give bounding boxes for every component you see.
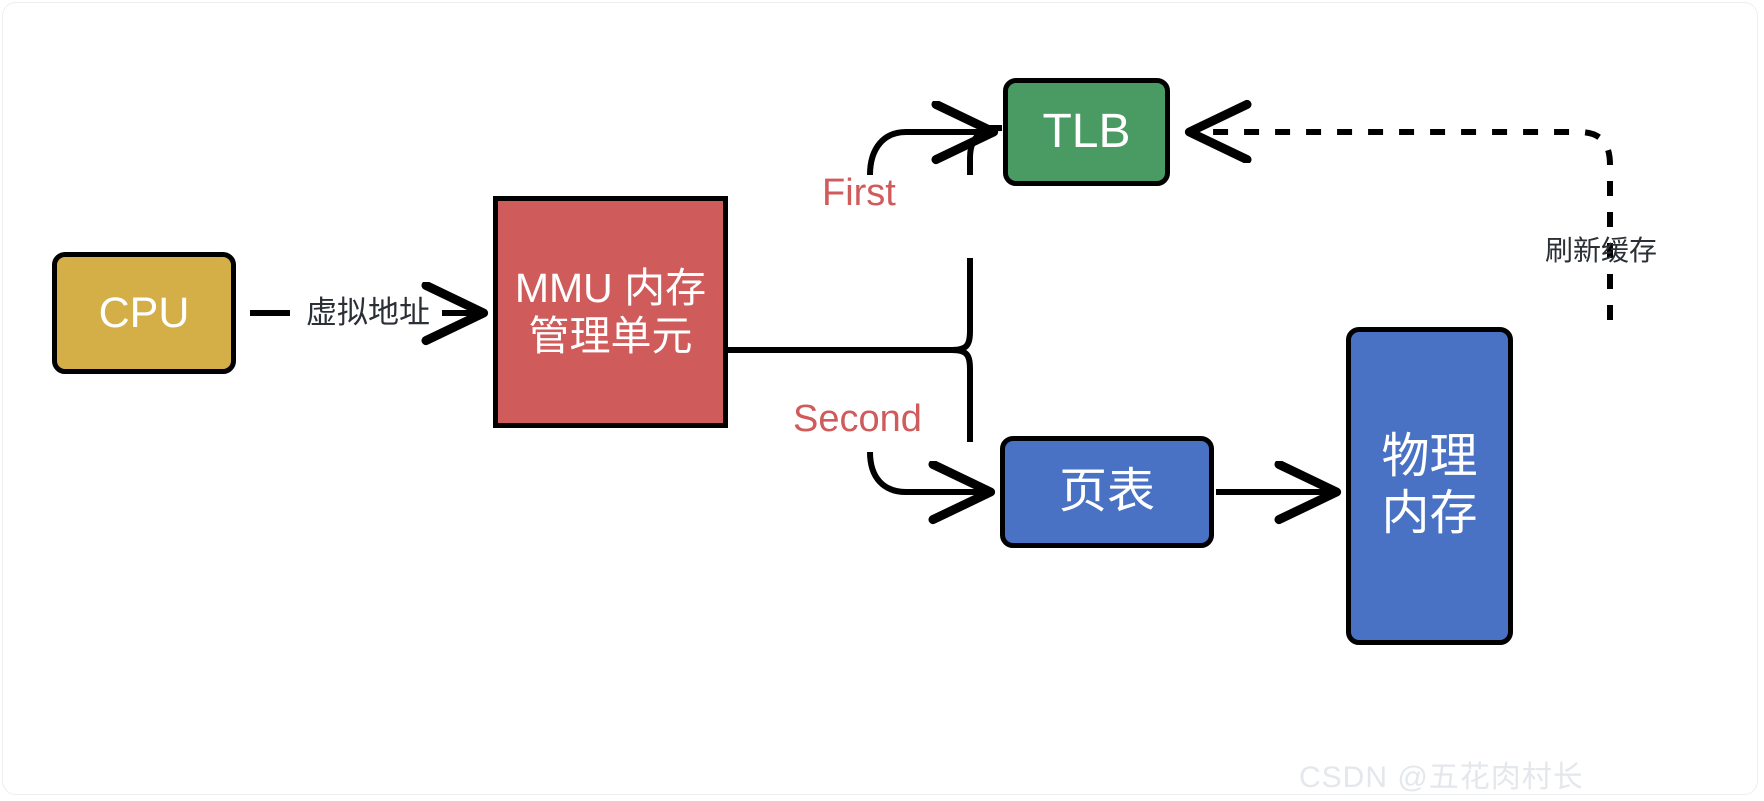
node-mmu[interactable]: MMU 内存 管理单元	[493, 196, 728, 428]
edge-mmu-branch	[728, 258, 973, 442]
node-physical-memory-label-line2: 内存	[1381, 487, 1478, 540]
edge-physmem-to-tlb	[1190, 132, 1613, 320]
edge-label-virtual-address: 虚拟地址	[306, 295, 430, 330]
node-mmu-label: MMU 内存	[514, 264, 707, 311]
edge-label-first: First	[822, 172, 896, 214]
edge-second-to-pagetable	[867, 451, 990, 492]
edge-first-to-tlb	[867, 125, 1003, 176]
node-page-table[interactable]: 页表	[1000, 436, 1214, 548]
node-tlb[interactable]: TLB	[1003, 78, 1170, 186]
node-physical-memory[interactable]: 物理 内存	[1346, 327, 1513, 645]
edge-first-curve	[967, 125, 1003, 175]
node-cpu[interactable]: CPU	[52, 252, 236, 374]
node-physical-memory-label: 物理	[1381, 430, 1478, 484]
edge-second-arrow	[867, 451, 990, 492]
edge-branch-down	[951, 347, 973, 442]
node-tlb-label: TLB	[1042, 104, 1131, 158]
edge-first-arrow	[867, 132, 993, 176]
edge-flushcache-dashed	[1190, 132, 1613, 320]
node-mmu-label-line2: 管理单元	[528, 313, 693, 359]
csdn-watermark: CSDN @五花肉村长	[1299, 761, 1584, 794]
node-page-table-label: 页表	[1058, 464, 1155, 518]
node-cpu-label: CPU	[98, 288, 190, 337]
edge-branch-up	[951, 258, 973, 353]
edge-label-second: Second	[793, 398, 922, 440]
edge-label-flush-cache: 刷新缓存	[1545, 235, 1658, 266]
